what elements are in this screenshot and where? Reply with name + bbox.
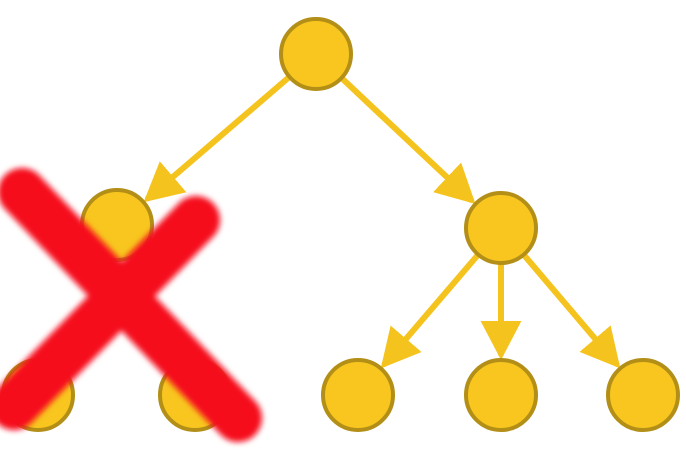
node-right-middle-leaf <box>464 358 538 432</box>
edges-layer <box>143 75 621 369</box>
edge-right-child-to-right-right-leaf <box>521 253 621 369</box>
edge-right-child-to-right-left-leaf <box>380 253 480 369</box>
cross-stroke-ascending <box>0 196 220 430</box>
nodes-layer <box>1 17 680 432</box>
node-right-left-leaf <box>321 358 395 432</box>
red-x-icon <box>0 168 262 442</box>
edge-root-to-left-child <box>143 75 291 203</box>
node-right-right-leaf <box>606 358 680 432</box>
edge-root-to-right-child <box>339 76 476 205</box>
node-root <box>279 17 353 91</box>
node-right-child <box>464 191 538 265</box>
